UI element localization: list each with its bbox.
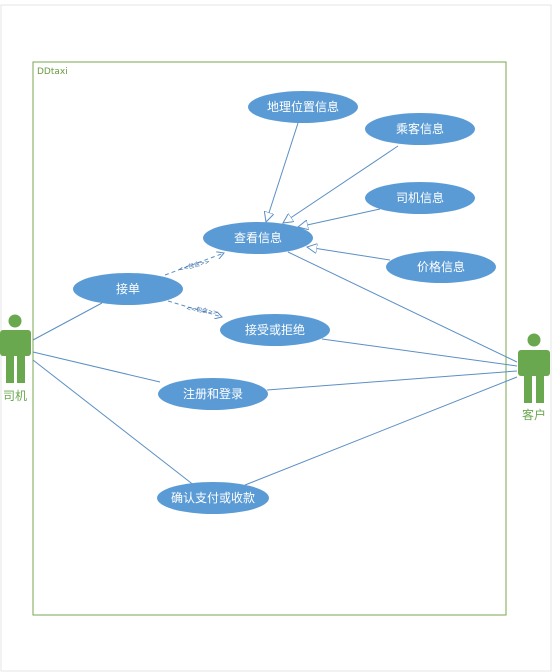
use-case-view-label: 查看信息 <box>234 230 282 245</box>
use-case-order[interactable]: 接单 <box>73 273 183 305</box>
actor-customer-label: 客户 <box>522 407 546 422</box>
gen-geo-view <box>266 122 299 222</box>
system-boundary <box>32 61 507 616</box>
person-icon <box>0 314 31 383</box>
use-case-passenger[interactable]: 乘客信息 <box>365 113 475 145</box>
system-name-label: DDtaxi <box>37 67 68 77</box>
generalization-arrows <box>266 122 399 261</box>
gen-passenger-view <box>283 145 399 223</box>
person-icon <box>518 333 550 403</box>
include-order-view <box>164 253 224 276</box>
use-case-pay-label: 确认支付或收款 <box>171 491 255 505</box>
driver-associations <box>32 302 196 487</box>
use-case-view[interactable]: 查看信息 <box>203 222 313 254</box>
use-case-driver-info-label: 司机信息 <box>396 190 444 205</box>
include-label-1: <<包含>> <box>178 257 211 273</box>
gen-price-view <box>307 247 391 261</box>
include-order-accept <box>167 300 222 317</box>
use-case-price-label: 价格信息 <box>417 259 465 274</box>
use-case-pay[interactable]: 确认支付或收款 <box>157 482 269 514</box>
gen-driverinfo-view <box>298 208 381 227</box>
use-case-geo[interactable]: 地理位置信息 <box>248 91 358 123</box>
include-relations <box>164 253 224 317</box>
use-case-accept[interactable]: 接受或拒绝 <box>220 314 330 346</box>
use-case-register[interactable]: 注册和登录 <box>158 378 268 410</box>
customer-associations <box>244 251 518 486</box>
use-case-register-label: 注册和登录 <box>183 386 243 401</box>
use-case-passenger-label: 乘客信息 <box>396 121 444 136</box>
use-case-geo-label: 地理位置信息 <box>267 99 339 114</box>
use-case-order-label: 接单 <box>116 281 140 296</box>
assoc-customer-view <box>287 251 518 363</box>
actor-customer[interactable]: 客户 <box>518 333 550 423</box>
assoc-customer-accept <box>321 338 518 367</box>
actor-driver[interactable]: 司机 <box>0 314 31 404</box>
assoc-driver-order <box>32 302 103 341</box>
assoc-customer-register <box>266 370 518 391</box>
assoc-driver-register <box>32 351 161 383</box>
use-case-price[interactable]: 价格信息 <box>386 251 496 283</box>
include-label-2: <<包含>> <box>186 304 219 316</box>
actor-driver-label: 司机 <box>3 389 27 403</box>
use-case-accept-label: 接受或拒绝 <box>245 322 305 337</box>
assoc-driver-pay <box>32 359 196 487</box>
assoc-customer-pay <box>244 376 518 486</box>
use-case-driver-info[interactable]: 司机信息 <box>365 182 475 214</box>
